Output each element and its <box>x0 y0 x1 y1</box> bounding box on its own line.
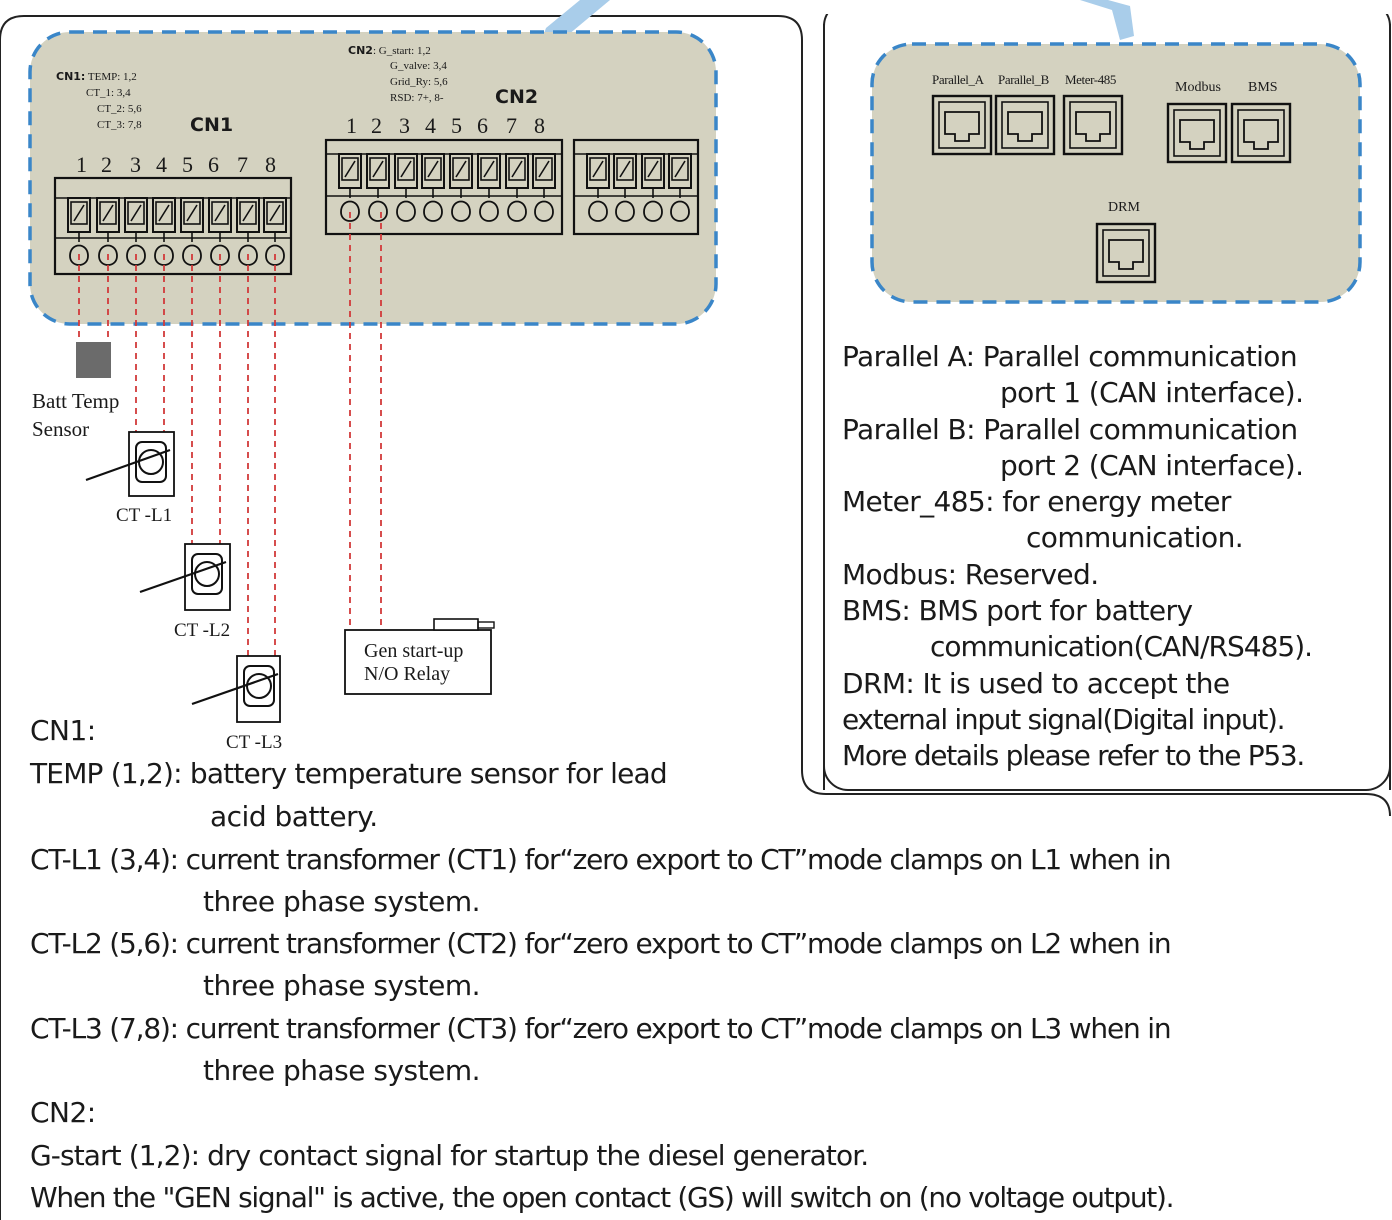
port-desc-line: More details please refer to the P53. <box>842 739 1305 772</box>
desc-line: three phase system. <box>203 885 481 918</box>
cn1-legend-item: CT_3: 7,8 <box>97 119 142 131</box>
cn1-pin: 1 <box>76 152 87 177</box>
cn2-legend-item: Grid_Ry: 5,6 <box>390 76 448 88</box>
cn1-pin: 4 <box>156 152 167 177</box>
parallel-a-label: Parallel_A <box>932 72 984 87</box>
cn2-pin: 3 <box>399 113 410 138</box>
port-panel <box>870 42 1362 304</box>
desc-line: three phase system. <box>203 1054 481 1087</box>
cn1-pin: 2 <box>101 152 112 177</box>
left-frame <box>0 15 1391 1220</box>
cn1-legend-item: CT_2: 5,6 <box>97 103 142 115</box>
cn2-pin: 7 <box>506 113 517 138</box>
arrow-right <box>1080 0 1134 40</box>
cn1-legend-item: CT_1: 3,4 <box>86 87 131 99</box>
cn2-legend-item: G_start: 1,2 <box>378 45 431 57</box>
desc-line: CT-L2 (5,6): current transformer (CT2) f… <box>30 927 1172 960</box>
cn2-pin: 4 <box>425 113 436 138</box>
cn1-title: CN1 <box>190 114 234 136</box>
port-desc-line: Parallel B: Parallel communication <box>842 413 1298 446</box>
desc-line: acid battery. <box>210 800 378 833</box>
port-desc-line: Modbus: Reserved. <box>842 558 1099 591</box>
drm-label: DRM <box>1108 200 1140 215</box>
cn1-pin: 8 <box>265 152 276 177</box>
batt-temp-label: Batt Temp <box>32 389 120 413</box>
cn2-pin: 1 <box>346 113 357 138</box>
cn2-legend-heading: CN2 <box>348 44 373 57</box>
ct-l1-label: CT -L1 <box>116 505 173 526</box>
cn2-title: CN2 <box>495 86 539 108</box>
gen-relay <box>344 618 495 695</box>
ct-l2-clamp <box>139 543 231 611</box>
ct-l1-clamp <box>85 431 175 497</box>
cn2-heading: CN2: <box>30 1096 96 1129</box>
cn2-pin: 5 <box>451 113 462 138</box>
port-desc-line: BMS: BMS port for battery <box>842 594 1193 627</box>
desc-line: three phase system. <box>203 969 481 1002</box>
meter-485-label: Meter-485 <box>1065 72 1117 87</box>
desc-line: TEMP (1,2): battery temperature sensor f… <box>30 757 668 790</box>
port-desc-line: communication(CAN/RS485). <box>930 630 1313 663</box>
port-desc-line: port 1 (CAN interface). <box>1000 376 1304 409</box>
cn-panel <box>28 30 718 326</box>
cn1-pin: 5 <box>182 152 193 177</box>
cn1-pin: 3 <box>130 152 141 177</box>
port-desc-line: DRM: It is used to accept the <box>842 667 1230 700</box>
cn2-pin: 8 <box>534 113 545 138</box>
desc-line: G-start (1,2): dry contact signal for st… <box>30 1139 869 1172</box>
port-desc-line: port 2 (CAN interface). <box>1000 449 1304 482</box>
ct-l3-clamp <box>191 655 281 723</box>
parallel-b-label: Parallel_B <box>998 72 1049 87</box>
gen-relay-label: Gen start-up <box>364 640 464 662</box>
batt-temp-sensor <box>76 342 111 378</box>
cn2-connector <box>324 138 564 236</box>
desc-line: CT-L3 (7,8): current transformer (CT3) f… <box>30 1012 1172 1045</box>
aux-connector <box>572 138 700 236</box>
cn1-pin: 7 <box>237 152 248 177</box>
cn2-legend-item: RSD: 7+, 8- <box>390 92 444 104</box>
port-desc-line: communication. <box>1026 521 1244 554</box>
batt-temp-label: Sensor <box>32 417 90 441</box>
wires <box>78 212 382 656</box>
ct-l3-label: CT -L3 <box>226 732 283 753</box>
modbus-label: Modbus <box>1175 80 1221 95</box>
cn1-legend-item: TEMP: 1,2 <box>87 71 137 83</box>
cn2-pin: 2 <box>371 113 382 138</box>
cn1-legend-heading: CN1: <box>56 70 86 83</box>
bms-label: BMS <box>1248 80 1278 95</box>
cn2-legend-item: G_valve: 3,4 <box>390 60 447 72</box>
ct-l2-label: CT -L2 <box>174 620 231 641</box>
port-desc-line: Parallel A: Parallel communication <box>842 340 1298 373</box>
desc-line: CT-L1 (3,4): current transformer (CT1) f… <box>30 843 1172 876</box>
gen-relay-label: N/O Relay <box>364 663 451 685</box>
cn2-legend: CN2: G_start: 1,2 <box>348 44 431 57</box>
desc-line: When the "GEN signal" is active, the ope… <box>30 1181 1174 1214</box>
port-desc-line: external input signal(Digital input). <box>842 703 1286 736</box>
cn2-pin: 6 <box>477 113 488 138</box>
port-desc-line: Meter_485: for energy meter <box>842 485 1231 518</box>
cn1-connector <box>53 176 293 276</box>
cn1-pin: 6 <box>208 152 219 177</box>
cn1-legend: CN1: TEMP: 1,2 <box>56 70 137 83</box>
cn1-heading: CN1: <box>30 714 96 747</box>
